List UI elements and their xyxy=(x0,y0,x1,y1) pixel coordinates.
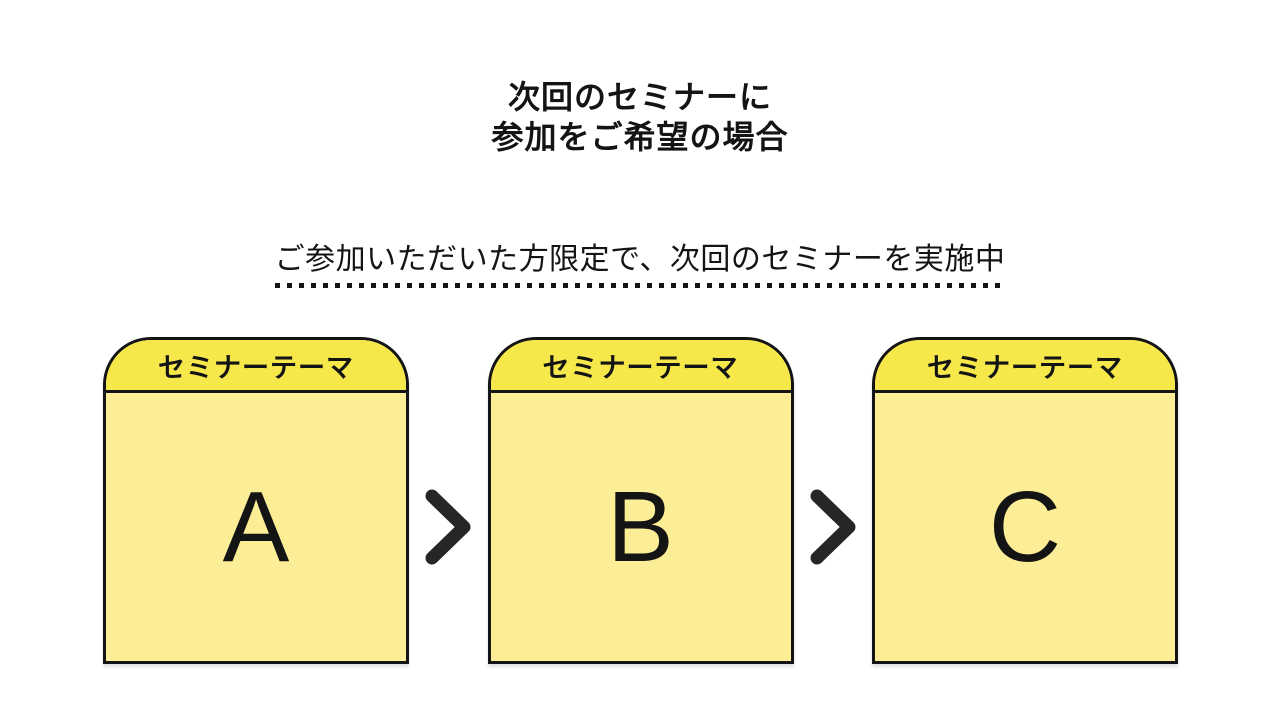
card-letter: C xyxy=(988,471,1062,583)
seminar-card-b: セミナーテーマ B xyxy=(487,337,794,664)
card-header-label: セミナーテーマ xyxy=(875,340,1175,393)
seminar-card-c: セミナーテーマ C xyxy=(872,337,1178,664)
subtitle-section: ご参加いただいた方限定で、次回のセミナーを実施中 xyxy=(0,245,1280,288)
page-title: 次回のセミナーに 参加をご希望の場合 xyxy=(0,77,1280,157)
dotted-underline xyxy=(274,283,1006,288)
seminar-card-a: セミナーテーマ A xyxy=(103,337,409,664)
card-letter: A xyxy=(222,471,290,583)
subtitle-text: ご参加いただいた方限定で、次回のセミナーを実施中 xyxy=(274,243,1006,276)
card-header-label: セミナーテーマ xyxy=(106,340,406,393)
chevron-right-icon xyxy=(424,488,472,566)
card-header-label: セミナーテーマ xyxy=(490,340,791,393)
subtitle-box: ご参加いただいた方限定で、次回のセミナーを実施中 xyxy=(274,243,1006,288)
page-title-line-2: 参加をご希望の場合 xyxy=(491,119,789,155)
cards-row: セミナーテーマ A セミナーテーマ B セミナーテーマ C xyxy=(103,337,1178,664)
chevron-right-icon xyxy=(809,488,857,566)
card-letter: B xyxy=(607,471,674,583)
page-title-line-1: 次回のセミナーに xyxy=(507,79,772,115)
